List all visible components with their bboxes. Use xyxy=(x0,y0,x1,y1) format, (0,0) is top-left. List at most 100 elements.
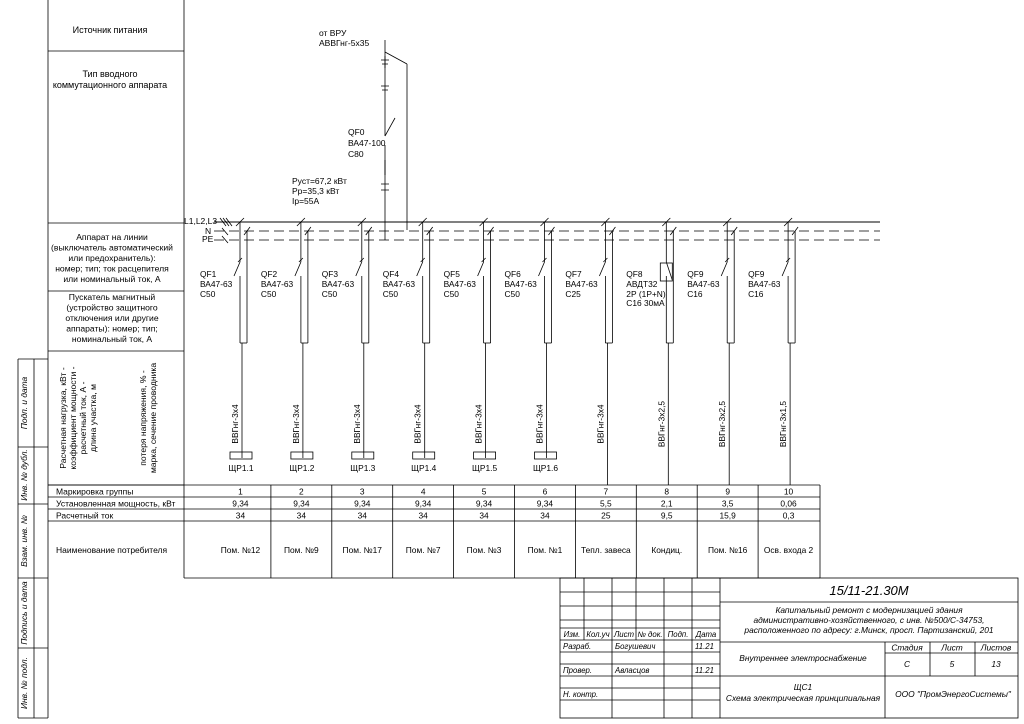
bus-n-label: N xyxy=(205,226,211,236)
label-drop-vertical-line: потеря напряжения, % - xyxy=(138,370,148,466)
label-load-vertical: Расчетная нагрузка, кВт -коэффициент мощ… xyxy=(58,366,98,469)
group-breaker-type: ВА47-63 xyxy=(322,279,355,289)
doc-code: 15/11-21.30М xyxy=(829,583,908,598)
cell-consumer: Пом. №1 xyxy=(528,545,563,555)
cell-mark: 1 xyxy=(238,487,243,497)
left-header: Источник питания Тип вводногокоммутацион… xyxy=(47,0,185,578)
input-breaker-type: ВА47-100 xyxy=(348,138,386,148)
cell-mark: 6 xyxy=(543,487,548,497)
bus-phases-label: L1,L2,L3 xyxy=(184,216,217,226)
group-breaker-rating: С50 xyxy=(261,289,277,299)
breaker-icon xyxy=(355,261,363,277)
cell-consumer: Пом. №3 xyxy=(467,545,502,555)
breaker-icon xyxy=(599,261,606,277)
group-breaker-rating: С25 xyxy=(565,289,581,299)
panel-box xyxy=(473,451,497,460)
group-breaker-type: ВА47-63 xyxy=(200,279,233,289)
label-input-type-line: Тип вводного xyxy=(82,69,137,79)
group-breaker-id: QF4 xyxy=(383,269,400,279)
stamp-label: Инв. № дубл. xyxy=(19,449,29,501)
label-load-vertical-line: коэффициент мощности - xyxy=(68,366,78,469)
tb-col-header: Подп. xyxy=(668,630,689,639)
label-drop-vertical: потеря напряжения, % -марка, сечение про… xyxy=(138,363,158,474)
label-starter-line: Пускатель магнитный xyxy=(69,292,156,302)
label-starter-line: (устройство защитного xyxy=(66,303,158,313)
stamp-label: Подп. и дата xyxy=(19,376,29,429)
company-name: ООО "ПромЭнергоСистемы" xyxy=(895,689,1012,699)
label-starter-line: отключения или другие xyxy=(65,313,158,323)
tb-col-header: Дата xyxy=(695,630,717,639)
group-cable: ВВГнг-3х4 xyxy=(535,404,545,444)
cell-power: 3,5 xyxy=(722,499,734,509)
panel-box xyxy=(351,451,375,460)
group-breaker-type: ВА47-63 xyxy=(261,279,294,289)
panel-label: ЩР1.6 xyxy=(533,463,558,473)
cell-mark: 8 xyxy=(664,487,669,497)
cell-current: 25 xyxy=(601,511,611,521)
cell-mark: 5 xyxy=(482,487,487,497)
stamp-label: Взам. инв. № xyxy=(19,515,29,567)
panel-box xyxy=(412,451,436,460)
cell-consumer: Пом. №7 xyxy=(406,545,441,555)
cell-power: 9,34 xyxy=(476,499,493,509)
cell-mark: 3 xyxy=(360,487,365,497)
group-cable: ВВГнг-3х4 xyxy=(352,404,362,444)
group-breaker-type: ВА47-63 xyxy=(565,279,598,289)
busbars: L1,L2,L3 N PE xyxy=(184,216,880,244)
tb-row-date: 11.21 xyxy=(695,642,714,651)
panel-box xyxy=(229,451,253,460)
tb-row-name: Авласцов xyxy=(614,666,650,675)
label-starter-line: номинальный ток, А xyxy=(72,334,153,344)
label-line-device-line: или номинальный ток, А xyxy=(63,274,161,284)
cell-mark: 4 xyxy=(421,487,426,497)
group-cable: ВВГнг-3х4 xyxy=(413,404,423,444)
cell-power: 0,06 xyxy=(780,499,797,509)
doc-description: Капитальный ремонт с модернизацией здани… xyxy=(743,605,993,635)
sheet-label: Лист xyxy=(940,643,963,653)
label-line-device-line: номер; тип; ток расцепителя xyxy=(55,264,169,274)
cell-consumer: Пом. №12 xyxy=(221,545,261,555)
cell-current: 34 xyxy=(236,511,246,521)
panel-label: ЩР1.3 xyxy=(350,463,375,473)
cell-consumer: Тепл. завеса xyxy=(581,545,631,555)
group-breaker-rating: С50 xyxy=(444,289,460,299)
group-breaker-id: QF2 xyxy=(261,269,278,279)
group-cable: ВВГнг-3х2,5 xyxy=(656,401,666,448)
th-consumer: Наименование потребителя xyxy=(56,545,167,555)
input-p-inst: Руст=67,2 кВт xyxy=(292,176,347,186)
tb-row-date: 11.21 xyxy=(695,666,714,675)
group-breaker-type: ВА47-63 xyxy=(748,279,781,289)
breaker-icon xyxy=(477,261,484,277)
th-group: Маркировка группы xyxy=(56,487,133,497)
group-cable: ВВГнг-3х4 xyxy=(474,404,484,444)
th-power: Установленная мощность, кВт xyxy=(56,499,176,509)
breaker-icon xyxy=(416,261,424,277)
panel-label: ЩР1.1 xyxy=(228,463,253,473)
group-breaker-id: QF8 xyxy=(626,269,643,279)
cell-current: 34 xyxy=(418,511,428,521)
th-current: Расчетный ток xyxy=(56,511,113,521)
group-breaker-rating: С16 xyxy=(748,289,764,299)
label-load-vertical-line: длина участка, м xyxy=(88,384,98,452)
label-load-vertical-line: расчетный ток, А - xyxy=(78,381,88,454)
drawing-title-line: Схема электрическая принципиальная xyxy=(726,693,881,703)
input-breaker-id: QF0 xyxy=(348,127,365,137)
cell-consumer: Пом. №16 xyxy=(708,545,748,555)
breaker-icon xyxy=(294,261,302,277)
label-drop-vertical-line: марка, сечение проводника xyxy=(148,363,158,474)
cell-consumer: Кондиц. xyxy=(651,545,682,555)
cell-power: 5,5 xyxy=(600,499,612,509)
group-breaker-rating: С50 xyxy=(383,289,399,299)
group-breaker-id: QF9 xyxy=(748,269,765,279)
label-starter-line: аппараты): номер; тип; xyxy=(66,324,158,334)
breaker-icon xyxy=(720,261,728,277)
tb-row-role: Разраб. xyxy=(563,642,591,651)
